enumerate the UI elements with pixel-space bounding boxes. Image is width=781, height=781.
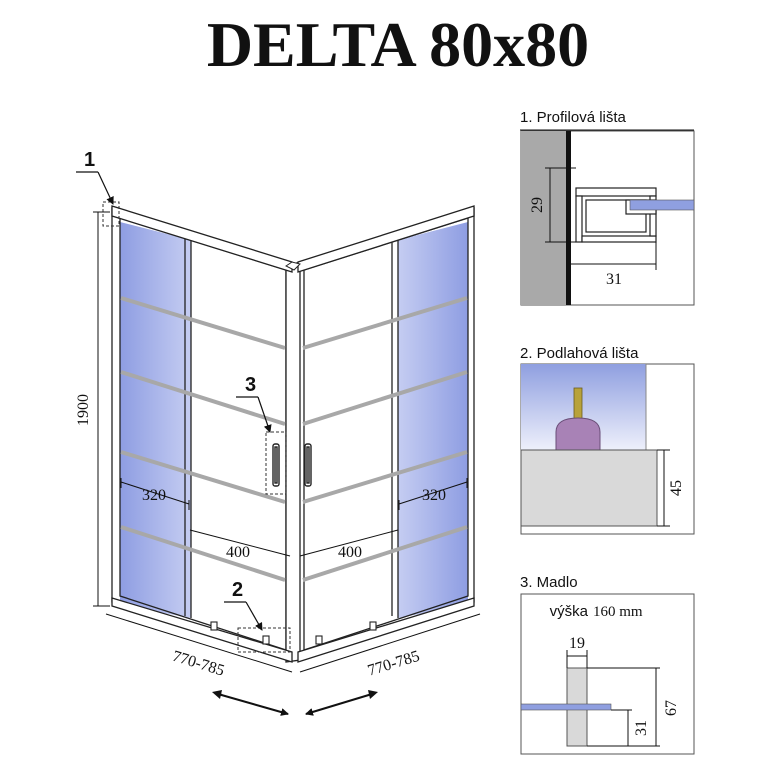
detail-3-glass [520, 703, 612, 711]
callout-2: 2 [224, 579, 263, 631]
left-fixed-glass [120, 222, 191, 618]
callout-1-number: 1 [84, 149, 95, 171]
detail-1-title: 1. Profilová lišta [520, 109, 627, 126]
handle-detail-box [265, 431, 287, 495]
detail-3-height-dim: 67 [663, 700, 680, 716]
detail-1-height-dim: 29 [529, 197, 546, 213]
detail-2-height-dim: 45 [668, 480, 685, 496]
left-bottom-rail [111, 597, 293, 663]
detail-2-seal [555, 417, 601, 451]
detail-3-note-value: 160 mm [593, 604, 643, 620]
detail-1-wall [521, 131, 566, 305]
shower-enclosure [102, 201, 475, 663]
callout-1: 1 [76, 149, 114, 205]
left-panel-width-label: 320 [142, 487, 166, 504]
detail-1-width-dim: 31 [606, 271, 622, 288]
detail-2-floor-profile [520, 449, 658, 527]
right-base-dimension: 770-785 [366, 648, 422, 680]
main-dimension-lines [93, 211, 481, 673]
callout-3: 3 [236, 374, 272, 433]
detail-3-note-label: výška [550, 603, 589, 620]
right-door-width-label: 400 [338, 544, 362, 561]
right-panel-width-label: 320 [422, 487, 446, 504]
door-movement-arrows [217, 693, 373, 716]
callout-3-number: 3 [245, 374, 256, 396]
right-top-rail [297, 205, 475, 273]
left-decor-stripes [120, 296, 286, 582]
left-door-width-label: 400 [226, 544, 250, 561]
right-bottom-rail [297, 597, 475, 663]
right-decor-stripes [302, 296, 468, 582]
callout-2-number: 2 [232, 579, 243, 601]
page-title: DELTA 80x80 [207, 9, 589, 80]
detail-profile: 1. Profilová lišta 29 31 [520, 109, 695, 306]
detail-3-frame [520, 593, 695, 755]
detail-3-width-dim: 19 [569, 635, 585, 652]
detail-3-offset-dim: 31 [633, 720, 650, 736]
door-rollers [210, 621, 377, 645]
right-fixed-glass [398, 222, 468, 618]
left-top-rail [111, 205, 293, 273]
left-base-dimension: 770-785 [170, 648, 226, 680]
detail-3-title: 3. Madlo [520, 574, 578, 591]
detail-floor-strip: 2. Podlahová lišta 45 [520, 345, 695, 535]
detail-1-glass [629, 199, 695, 211]
detail-handle: 3. Madlo výška 160 mm 19 67 31 [520, 574, 695, 755]
height-dimension: 1900 [75, 394, 92, 426]
detail-2-title: 2. Podlahová lišta [520, 345, 639, 362]
floor-strip-detail-box [237, 627, 291, 653]
door-handles [272, 443, 312, 487]
